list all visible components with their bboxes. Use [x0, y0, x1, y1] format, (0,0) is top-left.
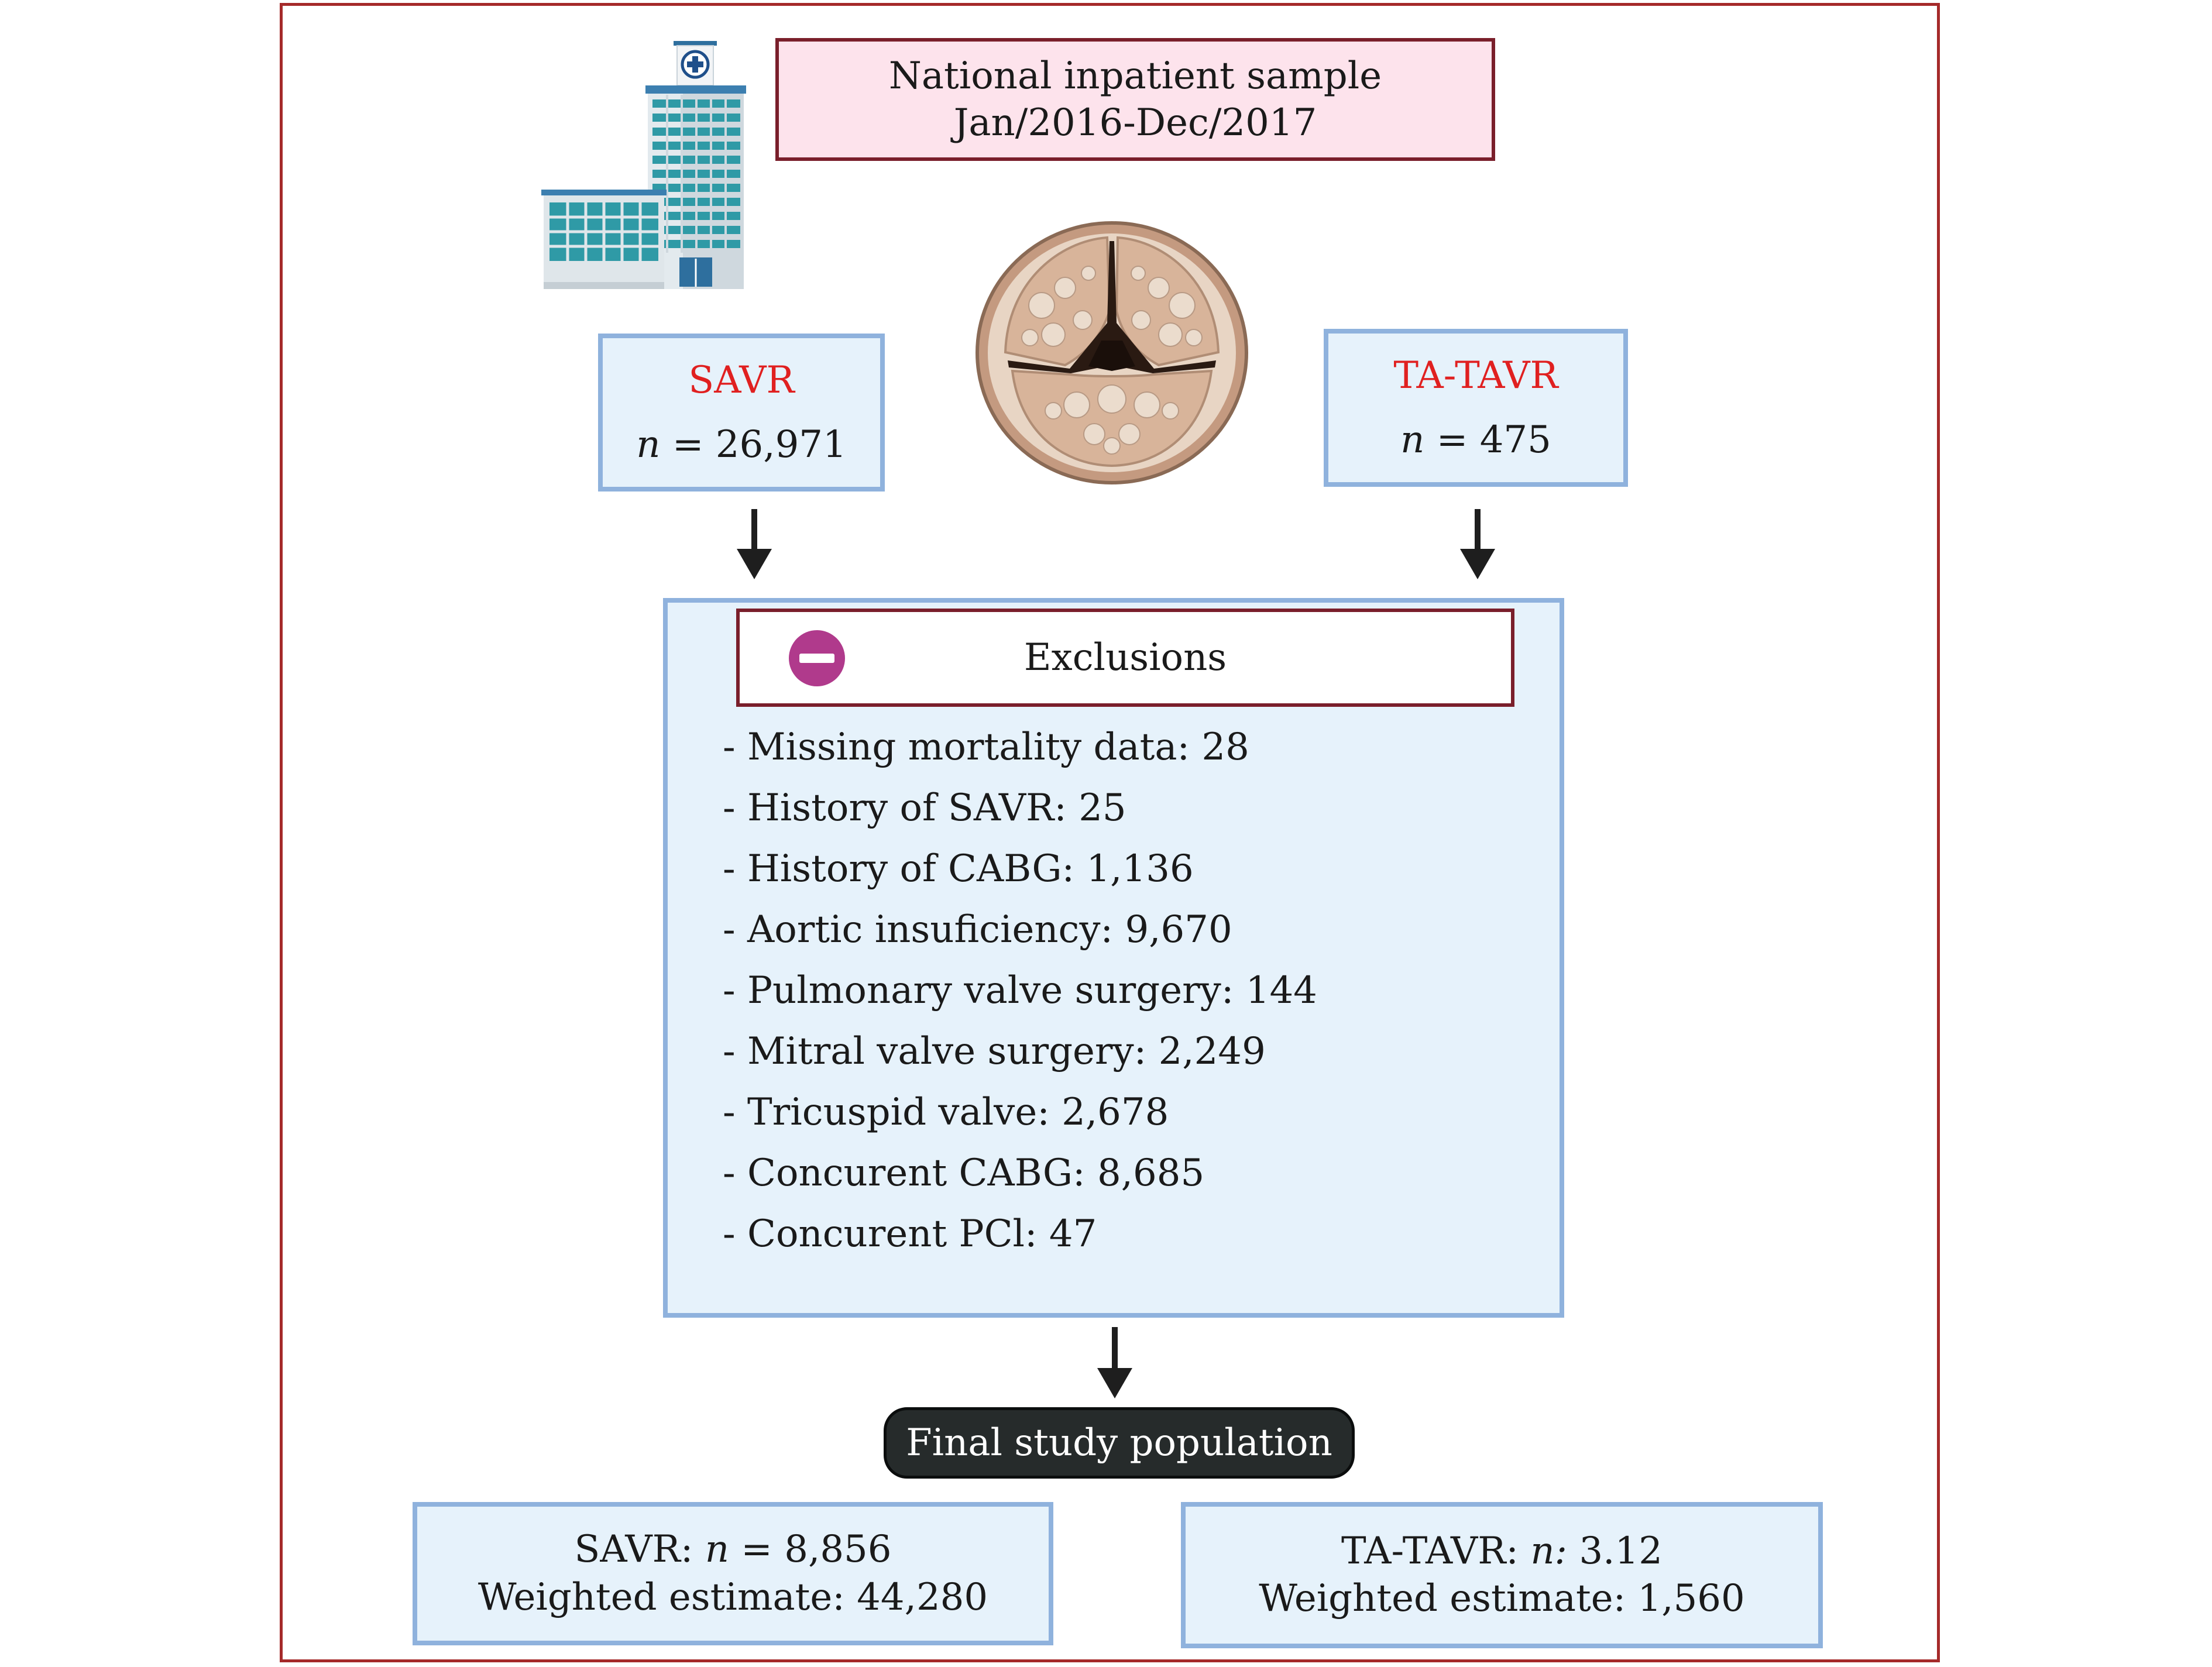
n-symbol: n [1400, 418, 1425, 462]
source-date-range: Jan/2016-Dec/2017 [953, 101, 1317, 145]
exclusions-title: Exclusions [1023, 636, 1227, 679]
exclusion-item: - History of SAVR: 25 [723, 786, 1126, 830]
savr-count: n = 26,971 [636, 423, 846, 466]
arrow-tatavr-shaft [1475, 509, 1481, 550]
tatavr-group-box: TA-TAVR n = 475 [1324, 329, 1628, 487]
final-population-title: Final study population [906, 1421, 1332, 1465]
down-arrow-icon [737, 549, 772, 579]
minus-circle-icon [789, 630, 845, 686]
arrow-savr-shaft [751, 509, 757, 550]
savr-result-value: = 8,856 [729, 1528, 892, 1572]
exclusion-list: - Missing mortality data: 28 - History o… [723, 717, 1542, 1278]
arrow-final-shaft [1112, 1327, 1118, 1369]
savr-result-prefix: SAVR: [574, 1528, 705, 1572]
exclusion-item: - History of CABG: 1,136 [723, 847, 1194, 891]
savr-label: SAVR [688, 359, 795, 403]
tatavr-label: TA-TAVR [1393, 354, 1558, 398]
n-symbol: n: [1530, 1529, 1568, 1573]
figure-frame [280, 3, 1940, 1662]
savr-result-count: SAVR: n = 8,856 [575, 1526, 892, 1573]
down-arrow-icon [1460, 549, 1495, 579]
exclusion-item: - Mitral valve surgery: 2,249 [723, 1030, 1266, 1073]
tatavr-result-prefix: TA-TAVR: [1341, 1529, 1531, 1573]
exclusions-header: Exclusions [736, 609, 1514, 707]
exclusion-item: - Missing mortality data: 28 [723, 726, 1249, 769]
data-source-box: National inpatient sample Jan/2016-Dec/2… [775, 38, 1495, 161]
tatavr-result-value: 3.12 [1567, 1529, 1663, 1573]
down-arrow-icon [1097, 1368, 1132, 1398]
exclusion-item: - Aortic insuficiency: 9,670 [723, 908, 1232, 951]
hospital-building-icon [541, 41, 746, 289]
exclusion-item: - Concurent CABG: 8,685 [723, 1152, 1205, 1195]
exclusion-item: - Tricuspid valve: 2,678 [723, 1091, 1169, 1134]
tatavr-count: n = 475 [1400, 418, 1551, 462]
tatavr-count-value: = 475 [1424, 418, 1551, 462]
tatavr-weighted-estimate: Weighted estimate: 1,560 [1259, 1577, 1745, 1620]
savr-weighted-estimate: Weighted estimate: 44,280 [478, 1575, 988, 1619]
savr-group-box: SAVR n = 26,971 [598, 334, 885, 491]
exclusions-panel [663, 598, 1564, 1318]
aortic-valve-illustration [976, 221, 1248, 484]
tatavr-result-box: TA-TAVR: n: 3.12 Weighted estimate: 1,56… [1181, 1502, 1823, 1648]
source-title: National inpatient sample [888, 54, 1382, 98]
exclusion-item: - Concurent PCl: 47 [723, 1212, 1097, 1256]
final-population-label: Final study population [884, 1407, 1355, 1479]
n-symbol: n [705, 1528, 729, 1572]
savr-result-box: SAVR: n = 8,856 Weighted estimate: 44,28… [413, 1502, 1053, 1645]
savr-count-value: = 26,971 [660, 422, 847, 466]
exclusion-item: - Pulmonary valve surgery: 144 [723, 969, 1317, 1012]
n-symbol: n [636, 422, 661, 466]
tatavr-result-count: TA-TAVR: n: 3.12 [1341, 1528, 1663, 1575]
